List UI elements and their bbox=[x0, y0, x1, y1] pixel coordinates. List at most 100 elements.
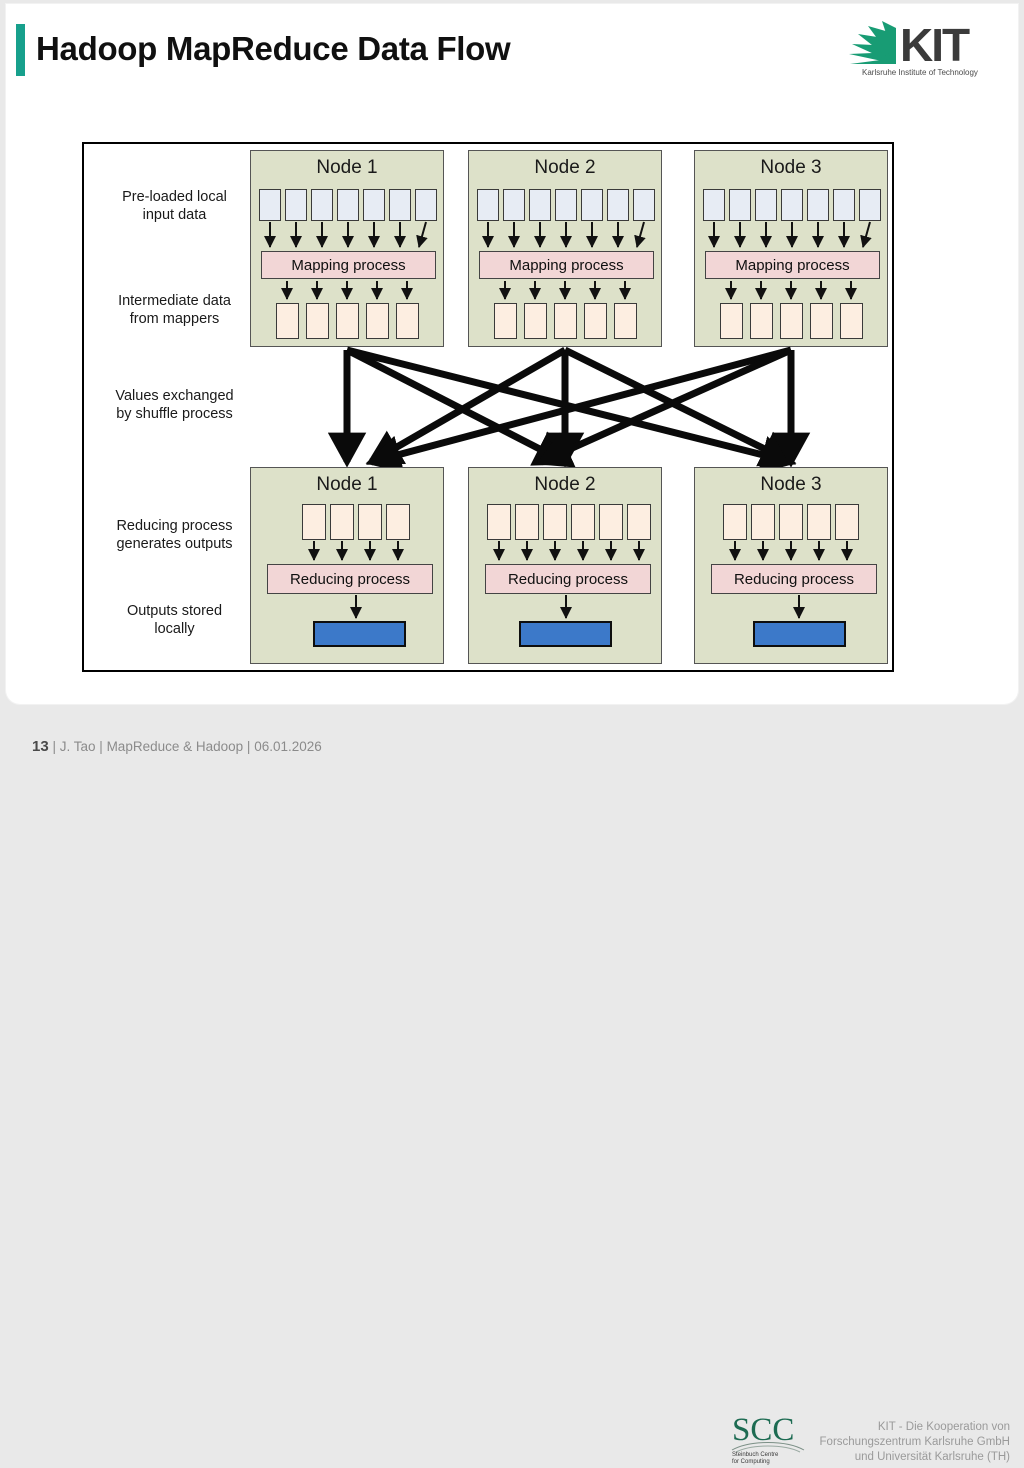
label-intermediate-data: Intermediate data from mappers bbox=[118, 293, 231, 327]
intermediate-block bbox=[276, 303, 299, 339]
mapper-node-2[interactable]: Node 2 bbox=[468, 150, 662, 347]
footer-sep-2: | bbox=[99, 739, 103, 754]
intermediate-block bbox=[366, 303, 389, 339]
reducer-node-3-title: Node 3 bbox=[760, 474, 822, 495]
reducer-input-block bbox=[751, 504, 775, 540]
intermediate-block bbox=[750, 303, 773, 339]
input-block bbox=[755, 189, 777, 221]
reducer-input-block bbox=[487, 504, 511, 540]
reducer-input-block bbox=[358, 504, 382, 540]
mapreduce-diagram: Pre-loaded local input data Intermediate… bbox=[82, 142, 894, 672]
reducer-node-1-process[interactable]: Reducing process bbox=[267, 564, 433, 594]
input-block bbox=[311, 189, 333, 221]
scc-subtitle-line1: Steinbuch Centre bbox=[732, 1452, 779, 1458]
intermediate-block bbox=[720, 303, 743, 339]
input-block bbox=[389, 189, 411, 221]
input-block bbox=[703, 189, 725, 221]
shuffle-crossbar-arrows bbox=[327, 346, 811, 474]
input-block bbox=[729, 189, 751, 221]
slide-canvas: Hadoop MapReduce Data Flow KIT Karlsruhe… bbox=[6, 4, 1018, 704]
input-block bbox=[781, 189, 803, 221]
footer-topic: MapReduce & Hadoop bbox=[106, 739, 244, 754]
affiliation-line-3: und Universität Karlsruhe (TH) bbox=[854, 1451, 1010, 1463]
reducer-node-3[interactable]: Node 3 Reducing process bbox=[694, 467, 888, 664]
reducer-node-3-arrows bbox=[729, 541, 853, 619]
input-block bbox=[259, 189, 281, 221]
reducer-input-block bbox=[515, 504, 539, 540]
mapper-node-1-process[interactable]: Mapping process bbox=[261, 251, 436, 279]
reducer-input-block bbox=[571, 504, 595, 540]
input-block bbox=[859, 189, 881, 221]
reducer-input-block bbox=[835, 504, 859, 540]
label-values-exchanged: Values exchanged by shuffle process bbox=[115, 388, 234, 422]
affiliation-line-1: KIT - Die Kooperation von bbox=[877, 1421, 1010, 1433]
reducer-node-1[interactable]: Node 1 Reducing process bbox=[250, 467, 444, 664]
footer-sep-1: | bbox=[52, 739, 56, 754]
mapper-node-2-arrows bbox=[482, 221, 646, 300]
footer-page-number: 13 bbox=[32, 738, 49, 755]
mapper-node-1-title: Node 1 bbox=[316, 157, 378, 178]
input-block bbox=[337, 189, 359, 221]
footer-date: 06.01.2026 bbox=[254, 739, 322, 754]
reducer-node-2-title: Node 2 bbox=[534, 474, 596, 495]
mapper-node-3-arrows bbox=[708, 221, 872, 300]
intermediate-block bbox=[614, 303, 637, 339]
kit-wordmark: KIT bbox=[900, 19, 970, 71]
reducer-input-block bbox=[807, 504, 831, 540]
input-block bbox=[285, 189, 307, 221]
reducer-input-block bbox=[779, 504, 803, 540]
footer-meta: 13 | J. Tao | MapReduce & Hadoop | 06.01… bbox=[32, 738, 322, 755]
scc-subtitle-line2: for Computing bbox=[732, 1459, 770, 1465]
reducer-input-block bbox=[386, 504, 410, 540]
output-block bbox=[313, 621, 406, 647]
footer-affiliation: KIT - Die Kooperation von Forschungszent… bbox=[820, 1420, 1010, 1465]
reducer-input-block bbox=[302, 504, 326, 540]
mapper-node-2-process[interactable]: Mapping process bbox=[479, 251, 654, 279]
intermediate-block bbox=[554, 303, 577, 339]
kit-rays-icon bbox=[849, 21, 896, 64]
input-block bbox=[529, 189, 551, 221]
reducer-node-1-title: Node 1 bbox=[316, 474, 378, 495]
intermediate-block bbox=[840, 303, 863, 339]
reducer-node-2-arrows bbox=[493, 541, 645, 619]
output-block bbox=[519, 621, 612, 647]
reducer-node-2[interactable]: Node 2 Reducing process bbox=[468, 467, 662, 664]
affiliation-line-2: Forschungszentrum Karlsruhe GmbH bbox=[819, 1436, 1010, 1448]
reducer-node-1-arrows bbox=[308, 541, 404, 619]
footer-sep-3: | bbox=[246, 739, 251, 754]
intermediate-block bbox=[780, 303, 803, 339]
label-outputs-stored: Outputs stored locally bbox=[126, 603, 223, 637]
intermediate-block bbox=[494, 303, 517, 339]
intermediate-block bbox=[306, 303, 329, 339]
input-block bbox=[363, 189, 385, 221]
mapper-node-1[interactable]: Node 1 bbox=[250, 150, 444, 347]
slide-footer: 13 | J. Tao | MapReduce & Hadoop | 06.01… bbox=[0, 704, 1024, 1465]
mapper-node-3-title: Node 3 bbox=[760, 157, 822, 178]
input-block bbox=[415, 189, 437, 221]
input-block bbox=[607, 189, 629, 221]
reducer-node-2-process[interactable]: Reducing process bbox=[485, 564, 651, 594]
page-title: Hadoop MapReduce Data Flow bbox=[36, 30, 511, 67]
intermediate-block bbox=[396, 303, 419, 339]
mapper-node-3-process[interactable]: Mapping process bbox=[705, 251, 880, 279]
mapper-node-1-arrows bbox=[264, 221, 428, 300]
reducer-input-block bbox=[627, 504, 651, 540]
intermediate-block bbox=[524, 303, 547, 339]
input-block bbox=[807, 189, 829, 221]
title-accent-bar bbox=[16, 24, 25, 76]
input-block bbox=[581, 189, 603, 221]
intermediate-block bbox=[336, 303, 359, 339]
scc-logo: SCC Steinbuch Centre for Computing bbox=[728, 1412, 812, 1468]
intermediate-block bbox=[810, 303, 833, 339]
input-block bbox=[833, 189, 855, 221]
reducer-node-3-process[interactable]: Reducing process bbox=[711, 564, 877, 594]
footer-author: J. Tao bbox=[59, 739, 96, 754]
input-block bbox=[503, 189, 525, 221]
mapper-node-2-title: Node 2 bbox=[534, 157, 596, 178]
kit-logo: KIT Karlsruhe Institute of Technology bbox=[844, 18, 1000, 84]
reducer-input-block bbox=[599, 504, 623, 540]
mapper-node-3[interactable]: Node 3 bbox=[694, 150, 888, 347]
input-block bbox=[477, 189, 499, 221]
output-block bbox=[753, 621, 846, 647]
kit-subtitle: Karlsruhe Institute of Technology bbox=[862, 68, 978, 77]
